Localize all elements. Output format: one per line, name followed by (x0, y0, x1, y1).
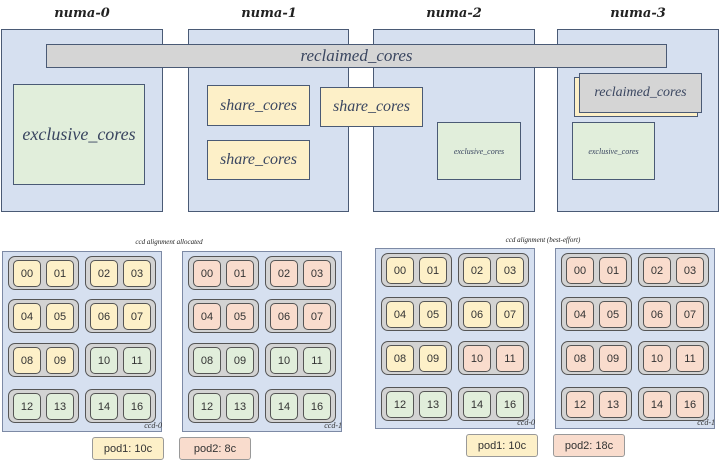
numa-1-share-cores-top: share_cores (207, 85, 310, 126)
cpu-core: 13 (46, 393, 74, 420)
cpu-core: 05 (226, 303, 254, 330)
cpu-core: 07 (676, 301, 704, 328)
numa-1-2-share-cores: share_cores (320, 87, 423, 127)
reclaimed-cores-bar: reclaimed_cores (46, 44, 667, 68)
cpu-core: 03 (303, 260, 331, 287)
pod-legend-pod2: pod2: 18c (553, 434, 625, 457)
numa-0-title: numa-0 (54, 6, 110, 21)
cpu-core: 04 (13, 303, 41, 330)
cpu-core: 13 (599, 391, 627, 418)
cpu-core: 11 (676, 345, 704, 372)
numa-2-title: numa-2 (426, 6, 482, 21)
ccd-label: ccd-0 (144, 421, 162, 430)
cpu-core: 01 (46, 260, 74, 287)
cpu-core: 10 (463, 345, 491, 372)
cpu-core: 10 (643, 345, 671, 372)
cpu-core: 16 (123, 393, 151, 420)
cpu-core: 14 (643, 391, 671, 418)
cpu-core: 11 (496, 345, 524, 372)
cpu-core: 03 (496, 257, 524, 284)
cpu-core: 09 (226, 347, 254, 374)
cpu-core: 08 (193, 347, 221, 374)
cpu-core: 14 (463, 391, 491, 418)
cpu-core: 12 (193, 393, 221, 420)
cpu-core: 12 (386, 391, 414, 418)
cpu-core: 08 (13, 347, 41, 374)
cpu-core: 06 (463, 301, 491, 328)
cpu-core: 06 (270, 303, 298, 330)
cpu-core: 06 (643, 301, 671, 328)
cpu-core: 03 (676, 257, 704, 284)
cpu-core: 16 (676, 391, 704, 418)
cpu-core: 11 (123, 347, 151, 374)
cpu-core: 07 (123, 303, 151, 330)
cpu-core: 08 (386, 345, 414, 372)
numa-3-reclaimed-cores: reclaimed_cores (579, 73, 702, 113)
cpu-core: 04 (386, 301, 414, 328)
cpu-core: 12 (13, 393, 41, 420)
cpu-core: 13 (419, 391, 447, 418)
cpu-core: 09 (419, 345, 447, 372)
cpu-core: 05 (599, 301, 627, 328)
cpu-core: 02 (90, 260, 118, 287)
cpu-core: 00 (13, 260, 41, 287)
cpu-core: 05 (419, 301, 447, 328)
cpu-core: 00 (566, 257, 594, 284)
cpu-core: 09 (599, 345, 627, 372)
cpu-core: 16 (303, 393, 331, 420)
cpu-core: 01 (599, 257, 627, 284)
cpu-core: 11 (303, 347, 331, 374)
cpu-core: 02 (463, 257, 491, 284)
cpu-core: 16 (496, 391, 524, 418)
numa-2-exclusive-cores: exclusive_cores (437, 122, 521, 180)
cpu-core: 14 (270, 393, 298, 420)
section-title-best-effort: ccd alignment (best-effort) (505, 236, 581, 244)
numa-3-title: numa-3 (610, 6, 666, 21)
section-title-allocated: ccd alignment allocated (135, 238, 203, 246)
pod-legend-pod1: pod1: 10c (466, 434, 538, 457)
pod-legend-pod2: pod2: 8c (179, 437, 251, 460)
cpu-core: 00 (193, 260, 221, 287)
cpu-core: 10 (90, 347, 118, 374)
ccd-label: ccd-1 (697, 418, 715, 427)
cpu-core: 04 (566, 301, 594, 328)
cpu-core: 01 (419, 257, 447, 284)
cpu-core: 09 (46, 347, 74, 374)
cpu-core: 04 (193, 303, 221, 330)
cpu-core: 02 (643, 257, 671, 284)
pod-legend-pod1: pod1: 10c (92, 437, 164, 460)
numa-0-exclusive-cores: exclusive_cores (13, 84, 145, 185)
ccd-label: ccd-1 (324, 421, 342, 430)
cpu-core: 12 (566, 391, 594, 418)
cpu-core: 10 (270, 347, 298, 374)
cpu-core: 14 (90, 393, 118, 420)
cpu-core: 01 (226, 260, 254, 287)
cpu-core: 06 (90, 303, 118, 330)
ccd-label: ccd-0 (517, 418, 535, 427)
numa-1-share-cores-bottom: share_cores (207, 140, 310, 180)
cpu-core: 07 (496, 301, 524, 328)
cpu-core: 03 (123, 260, 151, 287)
cpu-core: 13 (226, 393, 254, 420)
cpu-core: 02 (270, 260, 298, 287)
cpu-core: 07 (303, 303, 331, 330)
cpu-core: 08 (566, 345, 594, 372)
cpu-core: 05 (46, 303, 74, 330)
cpu-core: 00 (386, 257, 414, 284)
numa-3-exclusive-cores: exclusive_cores (572, 122, 655, 180)
numa-1-title: numa-1 (241, 6, 297, 21)
